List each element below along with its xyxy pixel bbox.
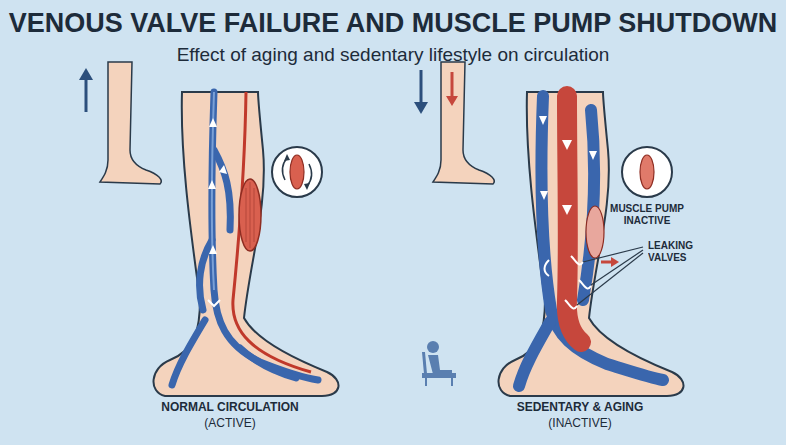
leg-inactive-part-part: [562, 205, 572, 215]
mini-leg-inactive-part: [433, 62, 494, 184]
leg-normal-part-part: [208, 180, 216, 189]
mini-leg-inactive-part: [420, 70, 423, 104]
leg-inactive-part-part: [540, 191, 548, 200]
leg-normal-part-part: [209, 245, 217, 254]
leg-normal-part: [239, 179, 261, 251]
subtitle: Effect of aging and sedentary lifestyle …: [0, 44, 786, 66]
seated-person-icon-part: [427, 341, 439, 353]
leg-inactive-part: [545, 256, 592, 308]
leg-normal-part: [290, 155, 304, 189]
leg-normal-part-part: [212, 92, 318, 380]
leader-lines-part: [591, 250, 643, 285]
leg-inactive-part: [539, 116, 597, 215]
leg-inactive-part: [586, 206, 604, 258]
leg-inactive-part: [611, 257, 619, 267]
leg-normal-part-part: [172, 320, 205, 385]
leg-inactive-part-part: [571, 256, 583, 264]
panel-label: NORMAL CIRCULATION: [110, 401, 350, 415]
panel-sublabel: (INACTIVE): [460, 417, 700, 431]
leg-normal-part-part: [219, 165, 227, 174]
leg-inactive-part-part: [565, 300, 577, 308]
muscle-symbol: [640, 155, 654, 189]
leg-inactive-part-part: [562, 140, 572, 150]
leg-inactive-part-part: [583, 110, 594, 300]
leg-normal-part: [208, 118, 227, 254]
leader-lines-part: [577, 253, 643, 305]
muscle-pump-inset: [622, 147, 672, 197]
leg-normal-part-part: [209, 118, 217, 127]
mini-leg-inactive: [414, 62, 494, 184]
leg-normal-part: [233, 92, 311, 372]
leg-normal-part: [284, 154, 290, 161]
mini-leg-inactive-part: [451, 72, 454, 98]
leg-normal-part-part: [214, 150, 230, 230]
leg-normal-part: [246, 182, 254, 248]
leg-normal-part: [304, 183, 310, 190]
leg-inactive-part-part: [519, 322, 550, 386]
leg-inactive-part-part: [542, 96, 663, 380]
leg-inactive-part-part: [539, 116, 547, 125]
seated-person-icon: [422, 341, 455, 386]
leg-normal-part: [307, 164, 311, 186]
callout-label: LEAKING VALVES: [648, 240, 720, 263]
panel-label: SEDENTARY & AGING: [460, 401, 700, 415]
seated-person-icon-part: [423, 374, 455, 386]
leg-normal-part-part: [200, 240, 212, 310]
mini-leg-active-part: [85, 78, 88, 112]
diagram-title: VENOUS VALVE FAILURE AND MUSCLE PUMP SHU…: [5, 8, 781, 39]
leg-normal-part: [208, 300, 220, 306]
mini-leg-inactive-part: [414, 102, 428, 114]
mini-leg-active-part: [79, 68, 93, 80]
leg-normal-part: [172, 92, 318, 385]
leg-normal-part: [154, 92, 339, 396]
leg-inactive-part-part: [589, 151, 597, 160]
leg-inactive-part-part: [579, 280, 591, 288]
mini-leg-active: [79, 62, 161, 184]
mini-leg-active-part: [100, 62, 161, 184]
leg-inactive-part: [519, 96, 663, 386]
leg-inactive-part-part: [545, 260, 550, 276]
leg-normal-part-part: [240, 348, 296, 378]
seated-person-icon-part: [422, 352, 427, 374]
panel-sublabel: (ACTIVE): [110, 417, 350, 431]
callout-label: MUSCLE PUMP INACTIVE: [598, 203, 696, 226]
leg-normal-part: [272, 147, 322, 197]
leg-normal: [154, 92, 339, 396]
leg-normal-part: [283, 158, 287, 180]
leader-lines: [577, 247, 643, 305]
mini-leg-inactive-part: [446, 96, 458, 106]
